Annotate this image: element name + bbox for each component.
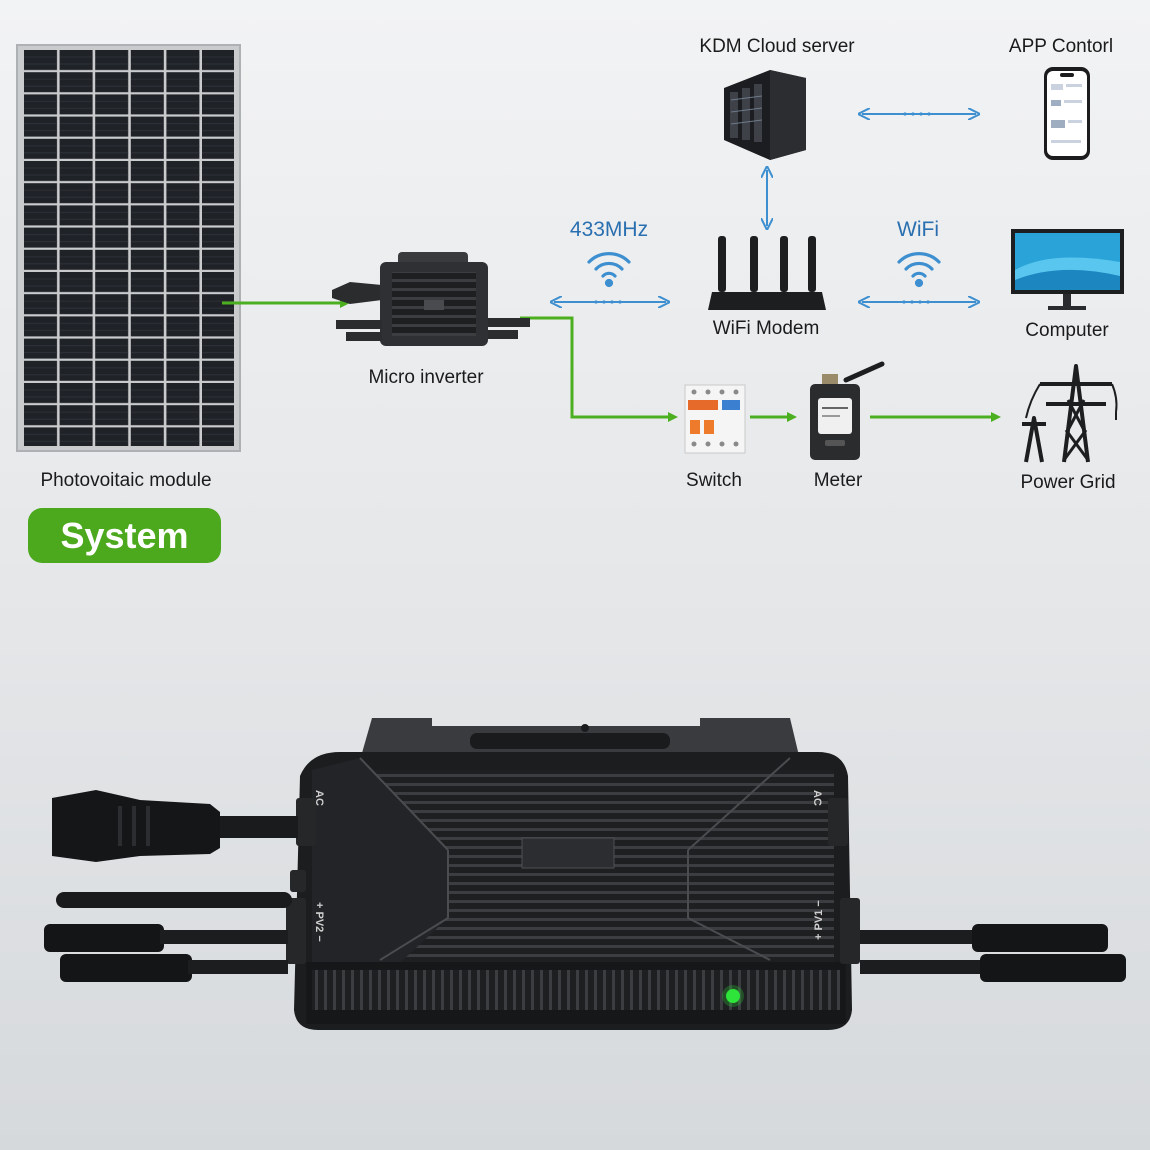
computer-image [1011, 229, 1124, 310]
pv-module-image [16, 44, 241, 452]
cloud-server-image [724, 70, 806, 160]
wifi-icon [897, 252, 941, 288]
system-badge: System [28, 508, 221, 563]
label-cloud-server: KDM Cloud server [699, 36, 855, 57]
label-meter: Meter [813, 470, 863, 491]
signal-dots [594, 112, 931, 304]
label-computer: Computer [1025, 320, 1109, 341]
wifi-433-icon [587, 252, 631, 288]
phone-image [1044, 67, 1090, 160]
label-power-grid: Power Grid [1020, 472, 1116, 493]
router-image [708, 236, 826, 310]
meter-image [810, 361, 885, 460]
port-label-pv2: + PV2 − [313, 902, 325, 942]
micro-inverter-product-image [44, 718, 1126, 1030]
port-label-ac-left: AC [313, 790, 325, 806]
label-micro-inverter: Micro inverter [368, 367, 484, 388]
label-433mhz: 433MHz [569, 218, 649, 241]
label-pv-module: Photovoitaic module [40, 470, 212, 491]
port-label-pv1: + PV1 − [813, 900, 825, 940]
label-wifi-modem: WiFi Modem [712, 318, 820, 339]
power-flow-lines [222, 298, 1001, 422]
port-label-ac-right: AC [811, 790, 823, 806]
switch-image [684, 384, 746, 454]
label-app-control: APP Contorl [1008, 36, 1114, 57]
micro-inverter-image [332, 252, 530, 346]
label-switch: Switch [686, 470, 742, 491]
label-wifi: WiFi [897, 218, 939, 241]
power-grid-tower-image [1022, 364, 1118, 463]
